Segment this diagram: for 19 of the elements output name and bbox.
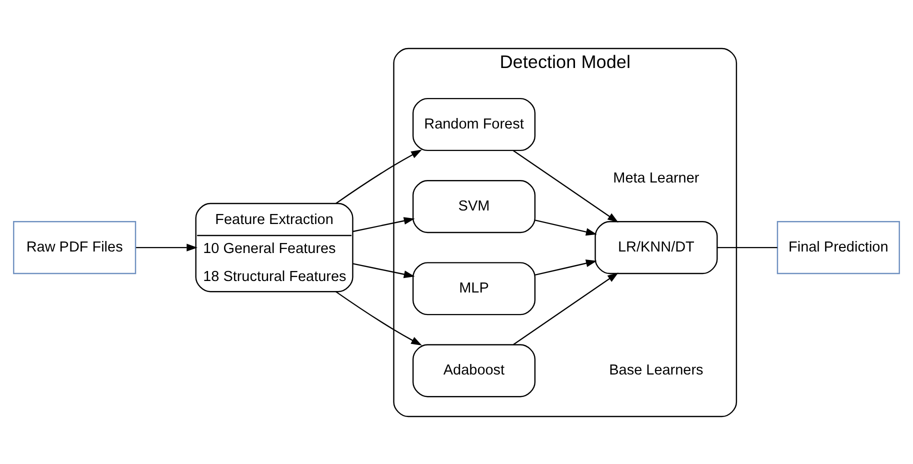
arrow bbox=[336, 149, 422, 204]
arrow bbox=[352, 216, 415, 232]
arrow bbox=[336, 290, 422, 346]
arrow bbox=[513, 272, 618, 345]
label: Base Learners bbox=[609, 362, 704, 378]
node-box: Random Forest bbox=[412, 97, 536, 151]
node-box: LR/KNN/DT bbox=[594, 220, 718, 274]
node-box: MLP bbox=[412, 262, 536, 315]
arrow bbox=[534, 219, 597, 236]
connector bbox=[717, 246, 778, 248]
node-box: Raw PDF Files bbox=[13, 220, 136, 274]
arrow bbox=[534, 259, 597, 276]
arrow bbox=[513, 150, 618, 222]
arrow bbox=[352, 262, 415, 278]
node-box: SVM bbox=[412, 180, 536, 233]
node-box: Adaboost bbox=[412, 344, 536, 397]
node-box: Final Prediction bbox=[776, 220, 900, 274]
arrow bbox=[136, 243, 198, 251]
node-label: Meta Learner bbox=[613, 170, 700, 186]
